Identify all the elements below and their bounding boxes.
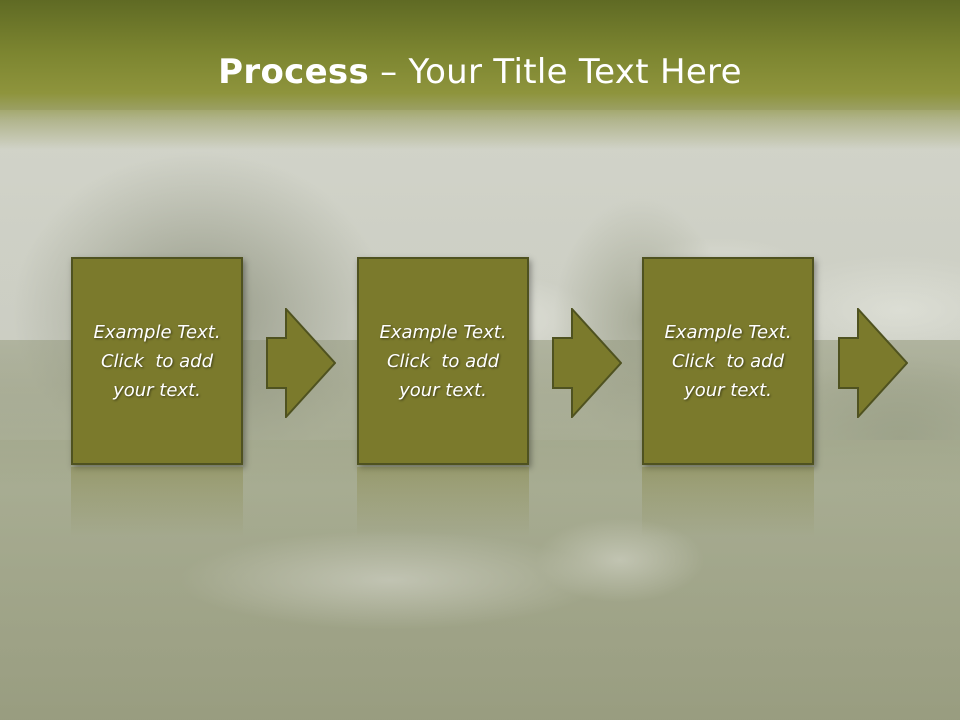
arrow-right-icon (838, 308, 908, 418)
step-2-reflection (357, 467, 529, 537)
slide-title[interactable]: Process – Your Title Text Here (0, 52, 960, 92)
step-3-text: Example Text. Click to add your text. (650, 318, 806, 405)
title-rest: – Your Title Text Here (369, 52, 742, 92)
step-2-line-1: Example Text. (379, 321, 507, 343)
step-2-line-3: your text. (399, 379, 487, 401)
title-bar (0, 0, 960, 150)
step-3-line-1: Example Text. (664, 321, 792, 343)
process-step-3[interactable]: Example Text. Click to add your text. (642, 257, 814, 465)
arrow-right-icon (552, 308, 622, 418)
step-1-line-2: Click to add (100, 350, 213, 372)
step-3-line-3: your text. (684, 379, 772, 401)
process-step-2[interactable]: Example Text. Click to add your text. (357, 257, 529, 465)
step-3-reflection (642, 467, 814, 537)
step-1-line-3: your text. (113, 379, 201, 401)
step-2-line-2: Click to add (386, 350, 499, 372)
step-1-text: Example Text. Click to add your text. (79, 318, 235, 405)
step-1-line-1: Example Text. (93, 321, 221, 343)
title-bold: Process (218, 52, 370, 92)
step-1-reflection (71, 467, 243, 537)
arrow-right-icon (266, 308, 336, 418)
step-3-line-2: Click to add (671, 350, 784, 372)
process-step-1[interactable]: Example Text. Click to add your text. (71, 257, 243, 465)
step-2-text: Example Text. Click to add your text. (365, 318, 521, 405)
